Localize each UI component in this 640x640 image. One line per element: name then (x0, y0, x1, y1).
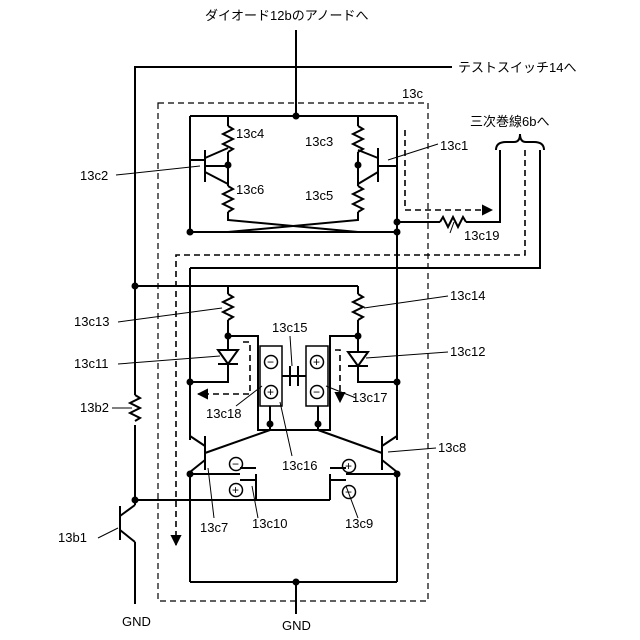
label-gnd-bottom: GND (282, 618, 311, 633)
label-13c6: 13c6 (236, 182, 264, 197)
label-13c16: 13c16 (282, 458, 317, 473)
label-13c3: 13c3 (305, 134, 333, 149)
label-13c12: 13c12 (450, 344, 485, 359)
label-to-diode-anode: ダイオード12bのアノードへ (205, 8, 369, 23)
diode-13c12 (348, 352, 368, 366)
label-gnd-left: GND (122, 614, 151, 629)
label-13c19: 13c19 (464, 228, 499, 243)
resistor-13c3 (353, 126, 363, 152)
polarity-minus-3: − (232, 457, 239, 471)
resistor-13c5 (353, 186, 363, 212)
polarity-plus-4: + (345, 459, 352, 473)
label-13c18: 13c18 (206, 406, 241, 421)
label-13c17: 13c17 (352, 390, 387, 405)
leader-lines (98, 144, 454, 538)
label-to-test-switch: テストスイッチ14へ (458, 60, 576, 75)
label-13c4: 13c4 (236, 126, 264, 141)
label-to-tertiary-winding: 三次巻線6bへ (470, 114, 549, 129)
polarity-plus-2: + (313, 355, 320, 369)
resistor-13c13 (223, 294, 233, 320)
label-13b2: 13b2 (80, 400, 109, 415)
polarity-plus-3: + (232, 483, 239, 497)
label-13c7: 13c7 (200, 520, 228, 535)
current-path-right (335, 350, 340, 402)
label-13c14: 13c14 (450, 288, 485, 303)
polarity-minus-1: − (267, 355, 274, 369)
label-13c11: 13c11 (74, 356, 108, 371)
label-13c1: 13c1 (440, 138, 468, 153)
resistor-13c14 (353, 294, 363, 320)
tertiary-winding-brace (496, 134, 544, 150)
label-13c5: 13c5 (305, 188, 333, 203)
resistor-13c6 (223, 186, 233, 212)
label-13c8: 13c8 (438, 440, 466, 455)
block-13c-boundary (158, 103, 428, 601)
label-13b1: 13b1 (58, 530, 87, 545)
diode-13c11 (218, 350, 238, 364)
label-13c13: 13c13 (74, 314, 109, 329)
label-13c10: 13c10 (252, 516, 287, 531)
polarity-plus-1: + (267, 385, 274, 399)
label-13c15: 13c15 (272, 320, 307, 335)
label-13c2: 13c2 (80, 168, 108, 183)
label-block-13c: 13c (402, 86, 423, 101)
polarity-minus-2: − (313, 385, 320, 399)
label-13c9: 13c9 (345, 516, 373, 531)
